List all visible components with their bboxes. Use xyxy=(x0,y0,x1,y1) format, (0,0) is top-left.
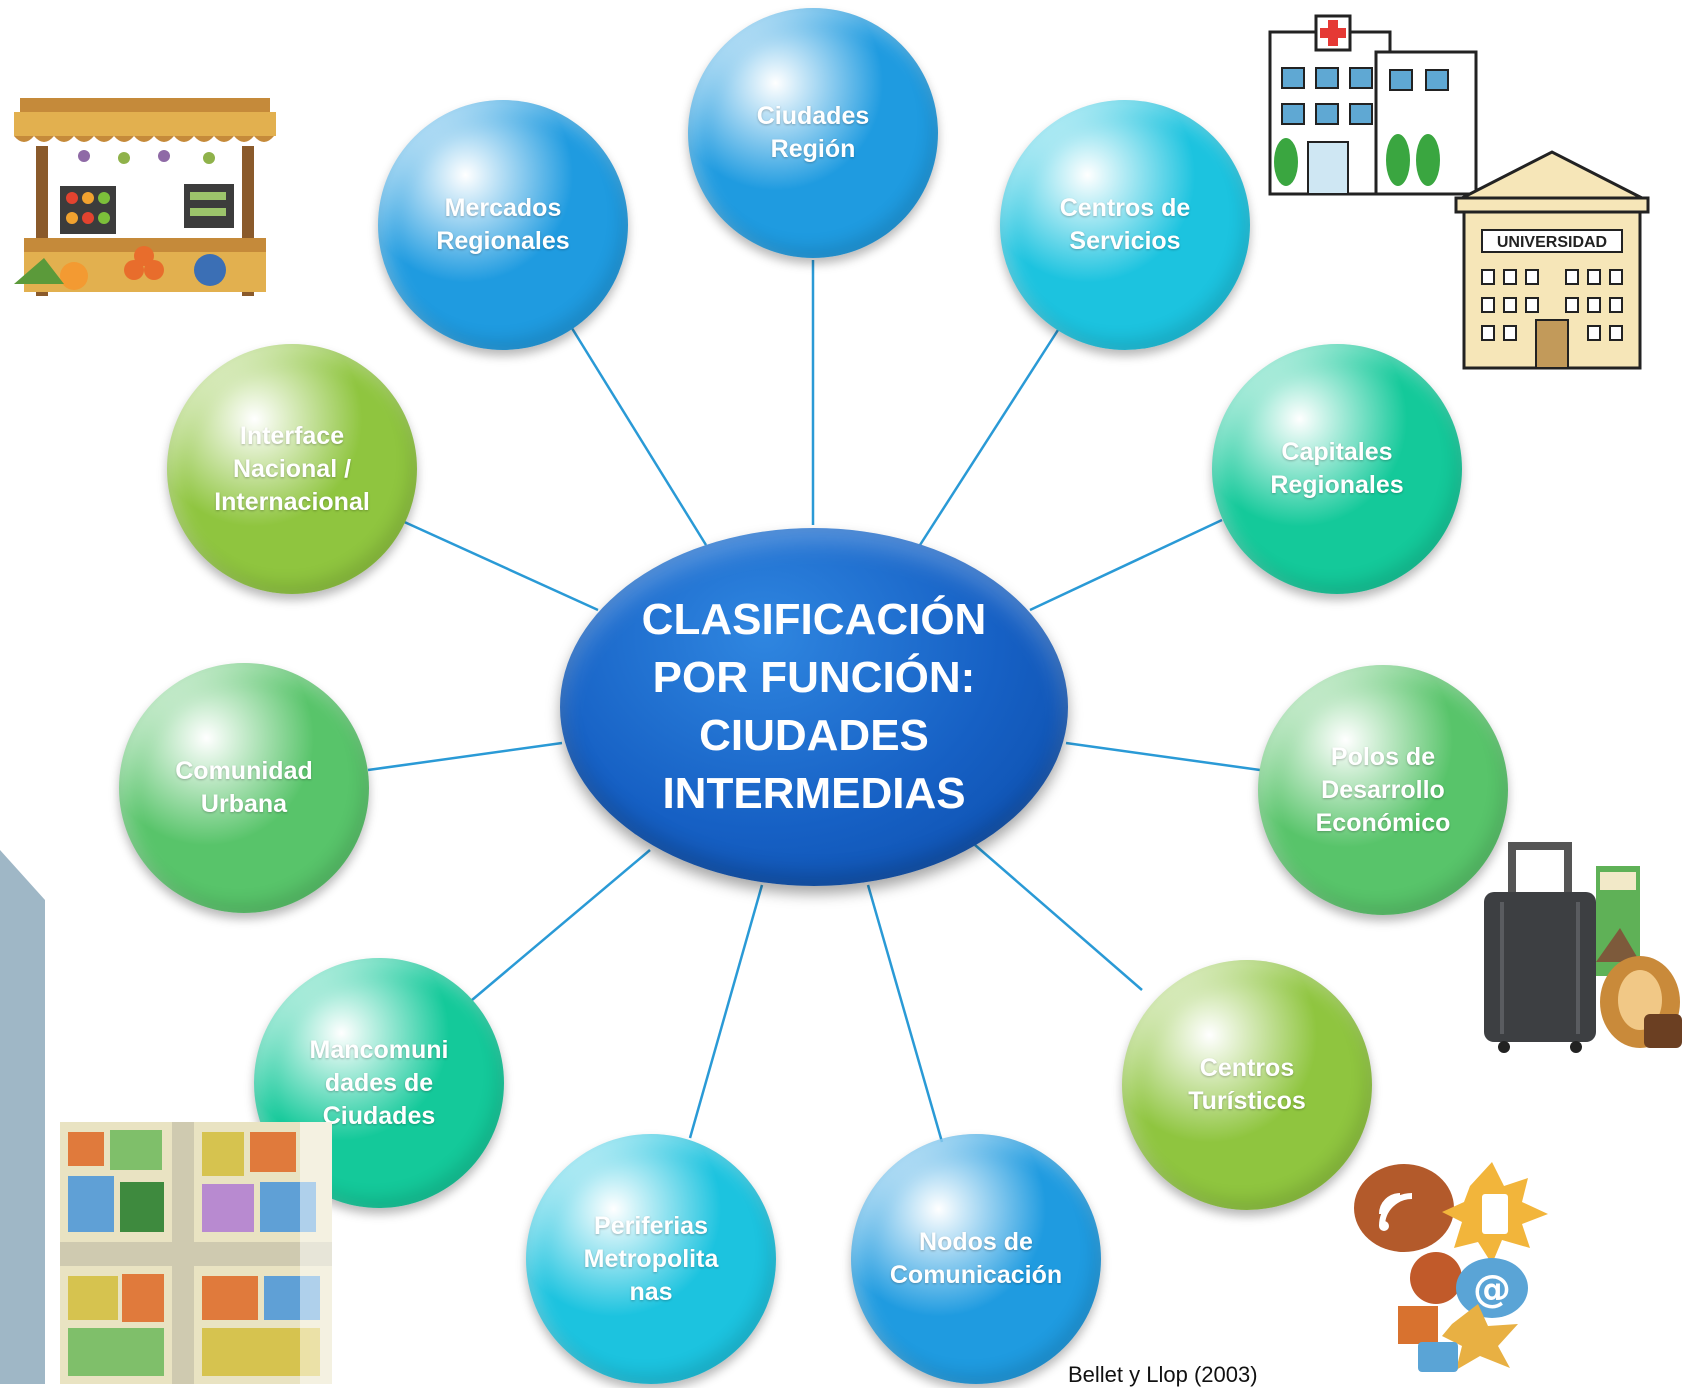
connector-comunidad-urbana xyxy=(367,741,563,772)
connector-mancomunidades xyxy=(471,849,651,1001)
connector-interface xyxy=(399,518,599,612)
citation-text: Bellet y Llop (2003) xyxy=(1068,1362,1258,1387)
connector-mercados xyxy=(568,324,708,546)
node-ciudades-region: Ciudades Región xyxy=(688,8,938,258)
connector-periferias xyxy=(688,884,764,1139)
city-map-icon xyxy=(60,1122,332,1384)
connector-centros-turisticos xyxy=(974,844,1143,991)
connector-polos-desarrollo xyxy=(1065,741,1261,772)
node-mercados-regionales: Mercados Regionales xyxy=(378,100,628,350)
node-capitales-regionales: Capitales Regionales xyxy=(1212,344,1462,594)
node-comunidad-urbana: Comunidad Urbana xyxy=(119,663,369,913)
connector-nodos-comunicacion xyxy=(866,884,944,1143)
node-interface-nacional: Interface Nacional / Internacional xyxy=(167,344,417,594)
market-stall-icon xyxy=(14,98,276,296)
node-centros-turisticos: Centros Turísticos xyxy=(1122,960,1372,1210)
node-periferias-metropolitanas: Periferias Metropolita nas xyxy=(526,1134,776,1384)
hospital-icon xyxy=(1268,14,1478,196)
university-icon: UNIVERSIDAD xyxy=(1454,150,1650,370)
center-node-title: CLASIFICACIÓN POR FUNCIÓN: CIUDADES INTE… xyxy=(560,528,1068,886)
node-polos-desarrollo: Polos de Desarrollo Económico xyxy=(1258,665,1508,915)
node-centros-servicios: Centros de Servicios xyxy=(1000,100,1250,350)
connector-capitales-regionales xyxy=(1029,518,1223,612)
communication-icon: @ xyxy=(1354,1162,1548,1372)
connector-centros-servicios xyxy=(918,329,1060,546)
university-sign: UNIVERSIDAD xyxy=(1497,234,1607,251)
svg-text:@: @ xyxy=(1473,1267,1511,1311)
luggage-icon xyxy=(1484,842,1682,1053)
node-nodos-comunicacion: Nodos de Comunicación xyxy=(851,1134,1101,1384)
